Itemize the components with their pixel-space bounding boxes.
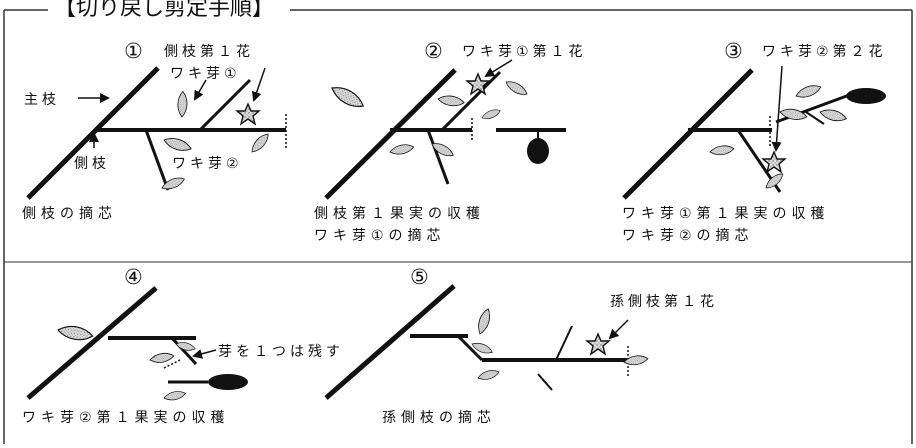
label-bud1-first-flower: ワキ芽①第１花: [462, 44, 587, 60]
label-axillary-bud-1: ワキ芽①: [170, 66, 241, 82]
label-leave-one-bud: 芽を１つは残す: [218, 344, 344, 360]
panel-4-drawing: [26, 286, 248, 403]
panel-5-drawing: [324, 284, 649, 400]
step-number-3: ③: [724, 39, 743, 63]
label-side-branch-first-flower: 側枝第１花: [164, 44, 254, 60]
label-axillary-bud-2: ワキ芽②: [172, 156, 243, 172]
diagram-title: 【切り戻し剪定手順】: [48, 0, 281, 24]
flower-icon: [235, 102, 261, 126]
label-grandchild-first-flower: 孫側枝第１花: [610, 294, 718, 310]
caption-step-2-line-1: 側枝第１果実の収穫: [314, 206, 485, 222]
caption-step-4: ワキ芽②第１果実の収穫: [22, 410, 230, 426]
axillary-bud-1: [198, 78, 252, 132]
step-number-5: ⑤: [410, 265, 429, 289]
caption-step-3-line-2: ワキ芽②の摘芯: [622, 228, 754, 244]
panel-3-drawing: [622, 65, 886, 200]
step-number-2: ②: [424, 39, 443, 63]
label-bud2-second-flower: ワキ芽②第２花: [762, 44, 887, 60]
step-number-1: ①: [124, 39, 143, 63]
axillary-bud-2: [144, 129, 170, 191]
panel-1-drawing: [26, 66, 287, 200]
caption-step-2-line-2: ワキ芽①の摘芯: [314, 228, 446, 244]
caption-step-1: 側枝の摘芯: [22, 206, 117, 222]
caption-step-3-line-1: ワキ芽①第１果実の収穫: [622, 206, 830, 222]
label-side-branch: 側枝: [74, 156, 110, 172]
caption-step-5: 孫側枝の摘芯: [382, 410, 496, 426]
fruit-icon: [527, 138, 549, 164]
main-stem: [26, 66, 160, 200]
label-main-stem: 主枝: [24, 92, 60, 108]
frame-border: [3, 9, 913, 444]
panel-2-drawing: [324, 59, 566, 200]
step-number-4: ④: [124, 265, 143, 289]
